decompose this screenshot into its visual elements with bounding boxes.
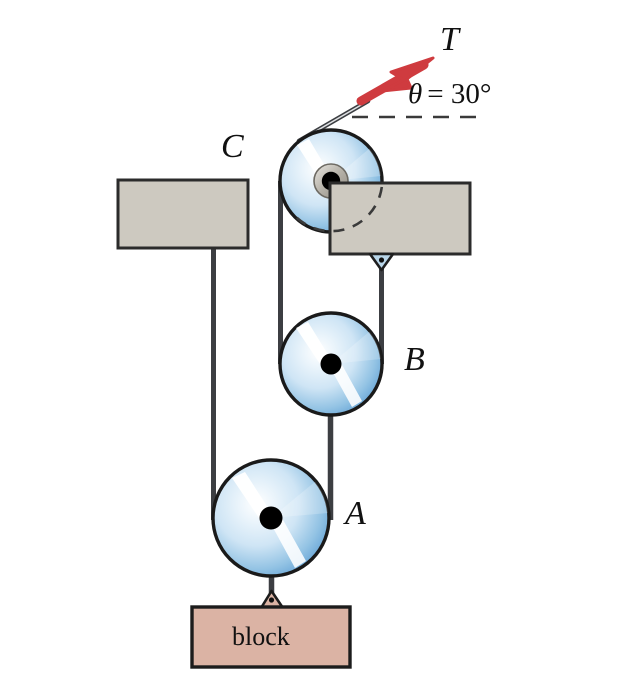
support-bracket-left [116,178,250,250]
pulley-b [278,311,384,417]
block-rect [190,605,352,669]
hook-right-bracket [368,252,395,272]
angle-equation: = 30° [427,78,492,110]
angle-symbol: θ [408,78,423,110]
label-pulley-b: B [404,341,425,378]
label-pulley-a: A [345,495,366,532]
label-block: block [232,622,290,651]
support-bracket-right [295,181,472,256]
pulley-a [211,458,331,578]
label-angle: θ= 30° [408,80,491,109]
label-tension: T [440,21,459,58]
tension-arrow-icon [356,56,435,106]
label-pulley-c: C [221,128,244,165]
